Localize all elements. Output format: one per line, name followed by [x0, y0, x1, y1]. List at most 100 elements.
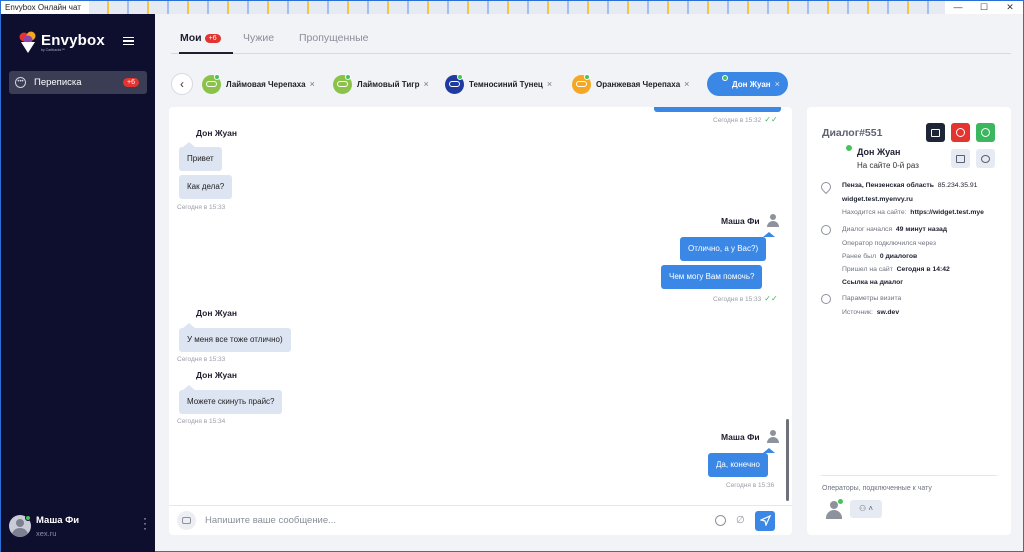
send-button[interactable]: [755, 510, 775, 531]
message-bubble-out: [654, 107, 781, 112]
bubble-tail: [763, 232, 775, 237]
operator-avatar-icon: [825, 499, 843, 519]
window-title: Envybox Онлайн чат: [5, 3, 81, 12]
close-icon[interactable]: ×: [684, 79, 690, 89]
message-time: Сегодня в 15:32✓✓: [713, 115, 778, 124]
message-list[interactable]: Сегодня в 15:32✓✓ Дон Жуан Привет Как де…: [169, 107, 792, 505]
unread-badge: +6: [123, 78, 139, 87]
current-page: Находится на сайте: https://widget.test.…: [842, 209, 984, 216]
bubble-tail: [183, 142, 195, 147]
ban-button[interactable]: [951, 123, 970, 142]
operator-joined: Оператор подключился через: [842, 240, 937, 247]
transfer-chat-button[interactable]: [926, 123, 945, 142]
message-author: Дон Жуан: [196, 128, 238, 138]
hide-eye-icon[interactable]: [976, 149, 995, 168]
operators-label: Операторы, подключенные к чату: [822, 485, 932, 492]
chip-label: Оранжевая Черепаха: [596, 79, 681, 89]
dialog-chip[interactable]: Темносиний Тунец ×: [445, 72, 552, 96]
location-pin-icon: [818, 179, 834, 195]
logo: Envybox by Cartbacks™: [19, 31, 105, 53]
message-bubble-in: Можете скинуть прайс?: [179, 390, 283, 414]
visitor-location: Пенза, Пензенская область 85.234.35.91: [842, 182, 978, 189]
bubble-tail: [763, 448, 775, 453]
bubble-tail: [183, 385, 195, 390]
traffic-source: Источник: sw.dev: [842, 309, 900, 316]
close-icon[interactable]: ×: [423, 79, 429, 89]
dialog-chip-active[interactable]: Дон Жуан ×: [707, 72, 788, 96]
close-window-button[interactable]: ✕: [1006, 2, 1014, 12]
more-vertical-icon[interactable]: ···: [143, 511, 147, 535]
dialog-chip[interactable]: Оранжевая Черепаха ×: [572, 72, 689, 96]
close-icon[interactable]: ×: [546, 79, 553, 89]
message-author: Маша Фи: [721, 216, 760, 226]
online-status-dot: [25, 515, 31, 521]
double-check-icon: ✓✓: [764, 115, 778, 124]
message-bubble-out: Да, конечно: [708, 453, 768, 477]
chevron-left-icon[interactable]: ‹: [171, 73, 193, 95]
info-icon: [821, 294, 831, 304]
message-author: Дон Жуан: [196, 370, 238, 380]
current-user[interactable]: Маша Фи xex.ru ···: [9, 512, 149, 540]
maximize-button[interactable]: ☐: [979, 2, 989, 12]
visitor-icon: [333, 73, 352, 94]
visitor-icon: [572, 73, 591, 94]
message-input[interactable]: [205, 515, 705, 526]
paperclip-icon[interactable]: ∅: [736, 515, 745, 526]
message-time: Сегодня в 15:33: [177, 204, 226, 211]
user-email: xex.ru: [36, 528, 57, 538]
message-time: Сегодня в 15:34: [177, 418, 226, 425]
visitor-name: Дон Жуан: [857, 147, 901, 157]
message-composer: ∅: [169, 505, 792, 535]
sidebar-item-label: Переписка: [34, 77, 82, 88]
dialog-chip[interactable]: Лаймовый Тигр ×: [333, 72, 429, 96]
message-bubble-out: Чем могу Вам помочь?: [661, 265, 763, 289]
quick-replies-icon[interactable]: [177, 511, 196, 530]
tab-badge: +6: [204, 34, 221, 43]
emoji-icon[interactable]: [715, 515, 726, 526]
online-status-dot: [722, 75, 728, 81]
invite-operator-button[interactable]: [951, 149, 970, 168]
message-bubble-in: Как дела?: [179, 175, 233, 199]
visitor-icon: [445, 73, 464, 94]
menu-icon[interactable]: [123, 37, 134, 45]
chip-label: Лаймовая Черепаха: [226, 79, 306, 89]
close-dialog-button[interactable]: [976, 123, 995, 142]
logo-subtitle: by Cartbacks™: [41, 48, 65, 52]
scrollbar[interactable]: [786, 419, 789, 501]
add-operator-button[interactable]: ⚇ ˄: [850, 500, 882, 518]
envybox-logo-icon: [19, 31, 37, 53]
previous-dialogs: Ранее был 0 диалогов: [842, 253, 918, 260]
widget-domain: widget.test.myenvy.ru: [842, 196, 913, 203]
minimize-button[interactable]: —: [953, 2, 963, 12]
operator-avatar-icon: [767, 214, 779, 227]
chip-label: Лаймовый Тигр: [357, 79, 420, 89]
dialog-started: Диалог начался 49 минут назад: [842, 226, 948, 233]
tab-others[interactable]: Чужие: [243, 32, 275, 44]
message-bubble-in: У меня все тоже отлично): [179, 328, 291, 352]
arrival-time: Пришел на сайт Сегодня в 14:42: [842, 266, 950, 273]
visit-count: На сайте 0-й раз: [857, 161, 919, 170]
message-time: Сегодня в 15:33: [177, 356, 226, 363]
dialog-link[interactable]: Ссылка на диалог: [842, 279, 904, 286]
dialog-chip[interactable]: Лаймовая Черепаха ×: [202, 72, 315, 96]
close-icon[interactable]: ×: [309, 79, 315, 89]
dialog-title: Диалог#551: [822, 127, 883, 139]
online-status-dot: [846, 145, 852, 151]
chat-tabs: Мои+6 Чужие Пропущенные: [171, 26, 1011, 54]
dialog-info-panel: Диалог#551 Дон Жуан На сайте 0-й раз Пен…: [807, 107, 1011, 535]
tab-missed[interactable]: Пропущенные: [299, 32, 369, 44]
logo-name: Envybox: [41, 32, 105, 49]
chip-label: Темносиний Тунец: [469, 79, 543, 89]
browser-tabs-strip[interactable]: [88, 1, 945, 14]
message-bubble-in: Привет: [179, 147, 222, 171]
tab-mine[interactable]: Мои+6: [180, 32, 221, 44]
clock-icon: [821, 225, 831, 235]
divider: [821, 475, 997, 476]
sidebar-item-chats[interactable]: ••• Переписка +6: [9, 71, 147, 94]
message-time: Сегодня в 15:33✓✓: [713, 294, 778, 303]
message-author: Маша Фи: [721, 432, 760, 442]
message-time: Сегодня в 15:36: [726, 482, 775, 489]
message-author: Дон Жуан: [196, 308, 238, 318]
close-icon[interactable]: ×: [774, 79, 780, 89]
message-bubble-out: Отлично, а у Вас?): [680, 237, 767, 261]
